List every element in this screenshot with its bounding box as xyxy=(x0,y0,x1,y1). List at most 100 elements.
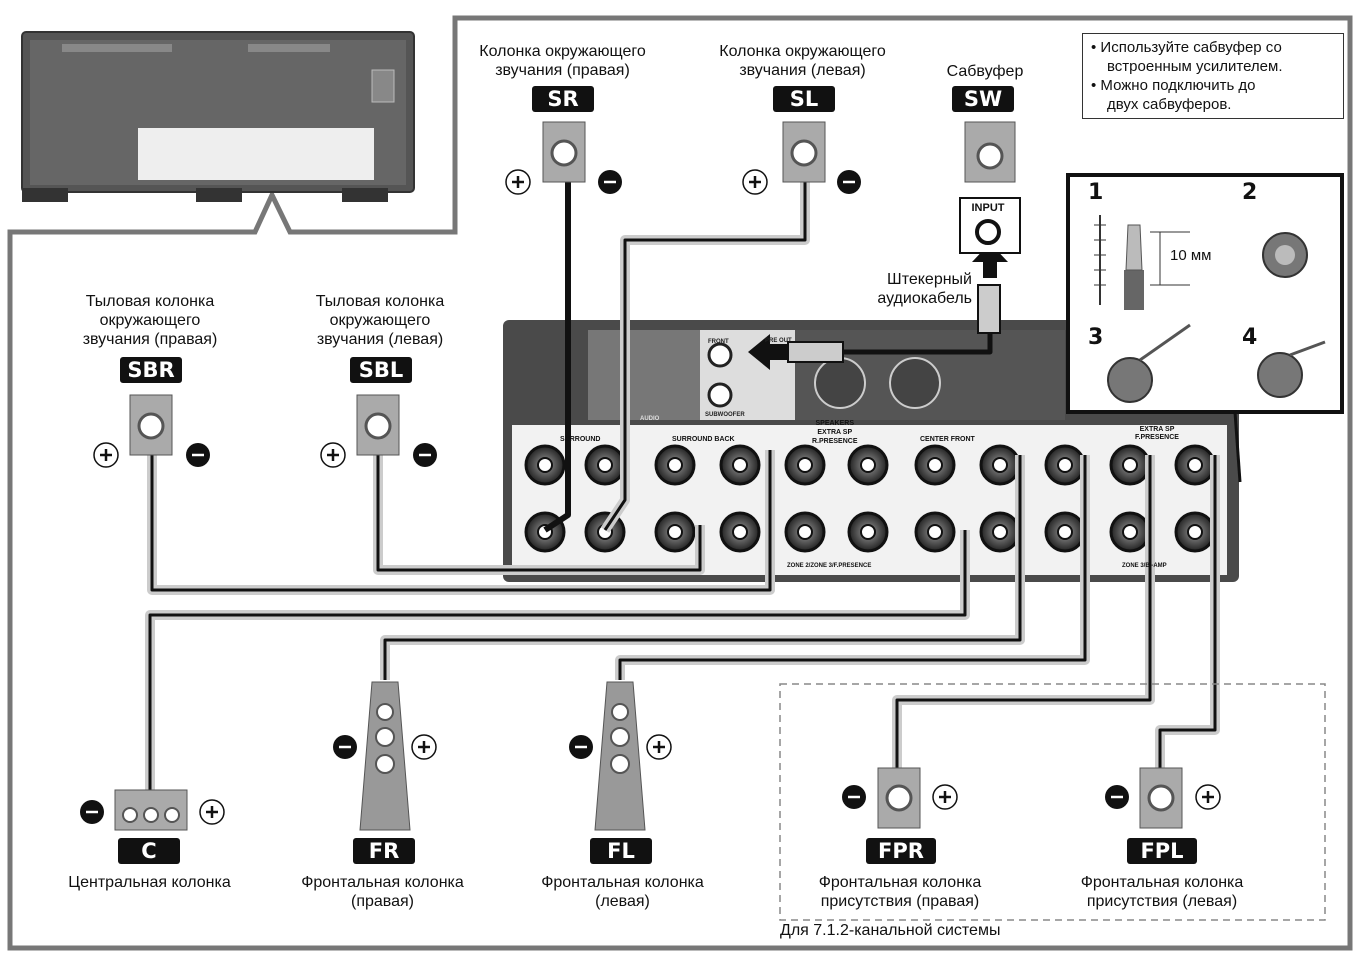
panel-center-front: CENTER FRONT xyxy=(920,436,975,443)
step-3: 3 xyxy=(1088,325,1104,350)
badge-sbl: SBL xyxy=(350,357,412,383)
terminal-hole xyxy=(927,457,943,473)
terminal-hole xyxy=(992,524,1008,540)
speaker-fl-tower xyxy=(594,681,646,831)
label-fr: Фронтальная колонка(правая) xyxy=(301,874,464,910)
terminal-hole xyxy=(1057,457,1073,473)
terminal-hole xyxy=(1122,457,1138,473)
step3-knob xyxy=(1107,323,1191,403)
note-line1: • Используйте сабвуфер со xyxy=(1091,39,1282,56)
panel-subwoofer: SUBWOOFER xyxy=(705,412,745,418)
step1-ruler xyxy=(1094,215,1190,310)
speaker-fpl-box xyxy=(1139,767,1183,829)
speaker-sw-box xyxy=(964,121,1016,183)
speaker-sbr-box xyxy=(129,394,173,456)
wire-fr-inner xyxy=(383,455,1022,680)
badge-sl: SL xyxy=(773,86,835,112)
panel-audio: AUDIO xyxy=(640,416,660,422)
panel-front: FRONT xyxy=(708,339,729,345)
system-note: Для 7.1.2-канальной системы xyxy=(780,922,1001,939)
wire-sbl-inner xyxy=(376,455,702,572)
terminal-hole xyxy=(597,457,613,473)
speaker-fr-tower xyxy=(359,681,411,831)
step2-knob xyxy=(1262,232,1308,278)
label-fl: Фронтальная колонка(левая) xyxy=(541,874,704,910)
badge-fpr: FPR xyxy=(866,838,936,864)
step-2: 2 xyxy=(1242,180,1258,205)
badge-sr: SR xyxy=(532,86,594,112)
terminal-hole xyxy=(1187,524,1203,540)
panel-surround: SURROUND xyxy=(560,436,601,443)
measure-label: 10 мм xyxy=(1170,247,1212,264)
callout-frame xyxy=(7,15,1353,951)
speaker-sbl-box xyxy=(356,394,400,456)
terminal-hole xyxy=(1057,524,1073,540)
wire-fl-inner xyxy=(618,455,1087,680)
panel-pre-out: PRE OUT xyxy=(765,338,792,344)
badge-fpl: FPL xyxy=(1127,838,1197,864)
note-line4: двух сабвуферов. xyxy=(1107,96,1232,113)
speaker-fpr-box xyxy=(877,767,921,829)
badge-sw: SW xyxy=(952,86,1014,112)
terminal-hole xyxy=(797,524,813,540)
wire-c-inner xyxy=(148,530,967,790)
wire-sr xyxy=(543,175,571,533)
speaker-wires xyxy=(145,175,1220,790)
speaker-sl-box xyxy=(782,121,826,183)
steps-callout xyxy=(1066,173,1344,483)
terminal-hole xyxy=(667,524,683,540)
step-1: 1 xyxy=(1088,180,1104,205)
wire-sbr-inner xyxy=(150,450,772,592)
step-4: 4 xyxy=(1242,325,1258,350)
speaker-sr-box xyxy=(542,121,586,183)
polarity-symbols xyxy=(80,169,1221,825)
terminal-hole xyxy=(992,457,1008,473)
left-arrow xyxy=(748,334,770,370)
terminal-hole xyxy=(732,524,748,540)
receiver-thumbnail xyxy=(21,31,415,202)
terminal-hole xyxy=(732,457,748,473)
terminal-hole xyxy=(667,457,683,473)
speaker-c-box xyxy=(114,789,188,831)
terminal-hole xyxy=(1122,524,1138,540)
speaker-terminals xyxy=(524,444,1216,553)
panel-surround-back: SURROUND BACK xyxy=(672,436,735,443)
sub-plug xyxy=(977,284,1001,334)
panel-zone2: ZONE 2/ZONE 3/F.PRESENCE xyxy=(787,563,872,569)
terminal-hole xyxy=(927,524,943,540)
sub-input-box xyxy=(959,197,1021,254)
wire-fpr-inner xyxy=(895,455,1152,770)
dashed-712-region xyxy=(779,683,1326,921)
note-line2: встроенным усилителем. xyxy=(1107,58,1283,75)
terminal-hole xyxy=(860,524,876,540)
terminal-hole xyxy=(1187,457,1203,473)
step4-knob xyxy=(1257,340,1326,398)
panel-zone-bi: ZONE 3/BI-AMP xyxy=(1122,563,1167,569)
terminal-hole xyxy=(860,457,876,473)
wire-sl-inner xyxy=(603,175,807,531)
label-c: Центральная колонка xyxy=(68,874,231,891)
wire-fpl-inner xyxy=(1158,455,1217,770)
rca-plug xyxy=(787,341,844,363)
subwoofer-note: • Используйте сабвуфер со встроенным уси… xyxy=(1082,33,1344,119)
badge-fl: FL xyxy=(590,838,652,864)
terminal-hole xyxy=(537,457,553,473)
badge-c: C xyxy=(118,838,180,864)
label-sw: Сабвуфер xyxy=(946,63,1024,80)
input-label: INPUT xyxy=(971,202,1005,214)
terminal-hole xyxy=(797,457,813,473)
note-line3: • Можно подключить до xyxy=(1091,77,1256,94)
badge-sbr: SBR xyxy=(120,357,182,383)
badge-fr: FR xyxy=(353,838,415,864)
